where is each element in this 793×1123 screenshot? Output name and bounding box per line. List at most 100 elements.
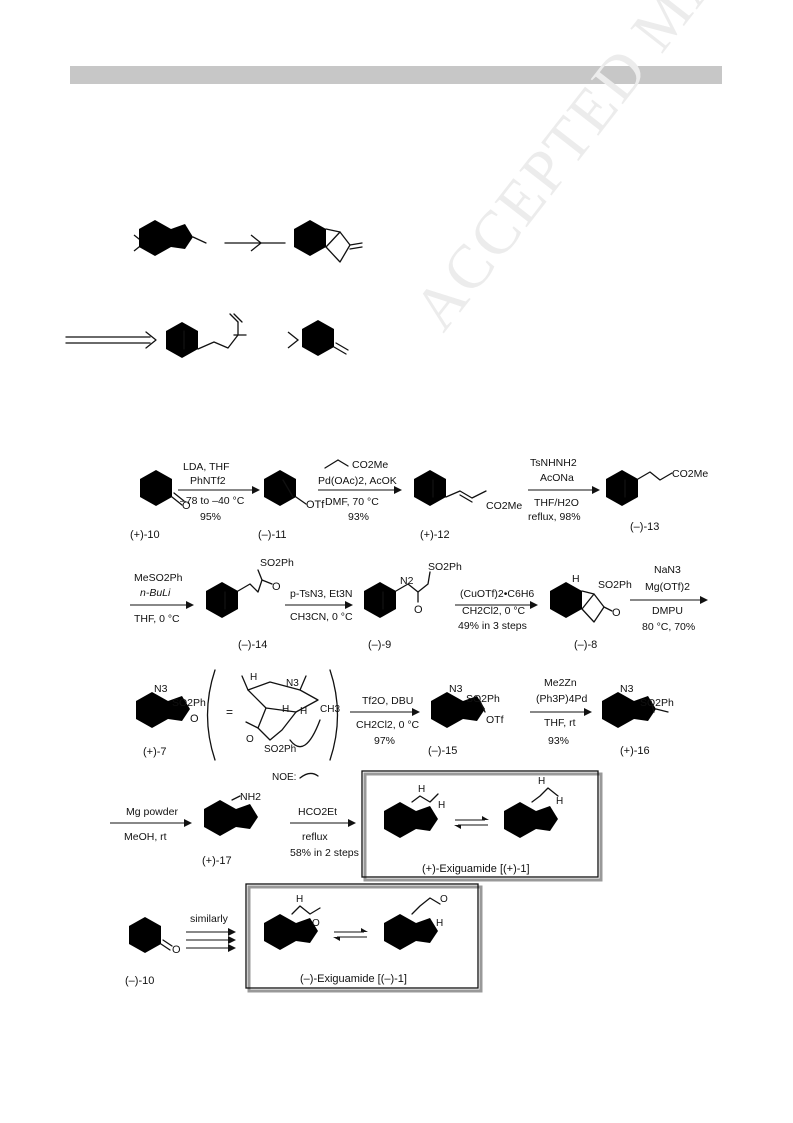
acrylate-reagent [324, 459, 349, 469]
step11-line2: reflux [302, 831, 328, 843]
label-h-exa2: H [438, 800, 445, 811]
step7-line3: DMPU [652, 605, 683, 617]
exiguamide-plus-rotamer-b [504, 784, 559, 850]
compound-12 [414, 452, 487, 518]
arrow-step-12 [186, 928, 236, 952]
retro-menthene [302, 302, 349, 368]
label-nh2-17: NH2 [240, 791, 261, 803]
box-minus-shadow [247, 885, 483, 993]
compound-label-12: (+)-12 [420, 529, 450, 541]
label-o-8: O [612, 607, 621, 619]
arrow-step-9 [530, 708, 592, 716]
label-n3-15: N3 [449, 683, 463, 695]
step10-line2: MeOH, rt [124, 831, 167, 843]
arrow-step-4 [130, 601, 194, 609]
exiguamide-plus-label: (+)-Exiguamide [(+)-1] [422, 863, 530, 875]
step6-line2: CH2Cl2, 0 °C [462, 605, 526, 617]
label-h-exb2: H [556, 796, 563, 807]
arrow-step-11 [290, 819, 356, 827]
step6-line1: (CuOTf)2•C6H6 [460, 588, 534, 600]
step1-line3: –78 to –40 °C [180, 495, 245, 507]
arrow-step-2 [318, 486, 402, 494]
label-co2me-13: CO2Me [672, 468, 708, 480]
retro-arrow-2 [224, 234, 286, 252]
step4-line1: MeSO2Ph [134, 572, 183, 584]
label-h-ex-minus-b: H [436, 918, 443, 929]
step8-line1: Tf2O, DBU [362, 695, 413, 707]
conformer-3d [206, 669, 339, 779]
compound-13 [606, 452, 673, 518]
step2-line2: Pd(OAc)2, AcOK [318, 475, 397, 487]
compound-8 [550, 564, 613, 630]
step4-line2: n-BuLi [140, 587, 171, 599]
label-otf-11: OTf [306, 499, 325, 511]
label-n3-7: N3 [154, 683, 168, 695]
label-so2ph-conf: SO2Ph [264, 744, 296, 755]
retro-arrow-4 [261, 331, 299, 349]
arrow-step-5 [285, 601, 353, 609]
label-n2-9: N2 [400, 575, 414, 587]
label-h-conf-a: H [250, 672, 257, 683]
compound-label-17: (+)-17 [202, 855, 232, 867]
label-o-ex-minus-a: O [312, 918, 320, 929]
label-o-conf: O [246, 734, 254, 745]
compound-label-16: (+)-16 [620, 745, 650, 757]
step5-line1: p-TsN3, Et3N [290, 588, 352, 600]
step7-line1: NaN3 [654, 564, 681, 576]
label-h-exb: H [538, 776, 545, 787]
label-o-10: O [182, 500, 191, 512]
arrow-step-8 [350, 708, 420, 716]
compound-label-13: (–)-13 [630, 521, 659, 533]
compound-11 [264, 452, 307, 518]
label-so2ph-15: SO2Ph [466, 693, 500, 705]
label-ch3-conf: CH3 [320, 704, 340, 715]
retro-diene [166, 304, 247, 370]
label-otf-15: OTf [486, 714, 504, 726]
header-bar [70, 66, 722, 84]
retro-target-spiro [139, 202, 207, 268]
step3-line4: reflux, 98% [528, 511, 581, 523]
compound-label-10: (+)-10 [130, 529, 160, 541]
compound-10-enantiomer [129, 899, 173, 965]
equilibrium-arrows-plus [454, 816, 489, 829]
arrow-step-3 [528, 486, 600, 494]
compound-label-11: (–)-11 [258, 529, 287, 541]
compound-10 [140, 452, 185, 518]
step3-line1: TsNHNH2 [530, 457, 577, 469]
retro-arrow-1 [107, 234, 145, 252]
step2-line3: DMF, 70 °C [325, 496, 379, 508]
label-so2ph-7: SO2Ph [172, 697, 206, 709]
exiguamide-plus-rotamer-a [384, 784, 439, 850]
step9-line4: 93% [548, 735, 569, 747]
step3-line2: AcONa [540, 472, 574, 484]
compound-label-9: (–)-9 [368, 639, 391, 651]
compound-label-15: (–)-15 [428, 745, 457, 757]
label-n3-conf: N3 [286, 678, 299, 689]
label-so2ph-14: SO2Ph [260, 557, 294, 569]
label-o-14: O [272, 581, 281, 593]
compound-9 [364, 564, 431, 630]
compound-16 [602, 674, 669, 740]
box-minus-exiguamide [245, 883, 479, 989]
step7-line4: 80 °C, 70% [642, 621, 695, 633]
compound-label-10ent: (–)-10 [125, 975, 154, 987]
step9-line1: Me2Zn [544, 677, 577, 689]
step3-line3: THF/H2O [534, 497, 579, 509]
arrow-step-6 [455, 601, 538, 609]
step8-line3: 97% [374, 735, 395, 747]
compound-label-8: (–)-8 [574, 639, 597, 651]
exiguamide-minus-label: (–)-Exiguamide [(–)-1] [300, 973, 407, 985]
label-so2ph-16: SO2Ph [640, 697, 674, 709]
step7-line2: Mg(OTf)2 [645, 581, 690, 593]
compound-label-7: (+)-7 [143, 746, 167, 758]
compound-14 [206, 564, 273, 630]
label-o-7: O [190, 713, 199, 725]
step9-line3: THF, rt [544, 717, 576, 729]
step6-line3: 49% in 3 steps [458, 620, 527, 632]
step8-line2: CH2Cl2, 0 °C [356, 719, 420, 731]
box-plus-shadow [363, 772, 603, 882]
step2-line1: CO2Me [352, 459, 388, 471]
step11-line3: 58% in 2 steps [290, 847, 359, 859]
step4-line3: THF, 0 °C [134, 613, 180, 625]
label-o-10ent: O [172, 944, 181, 956]
